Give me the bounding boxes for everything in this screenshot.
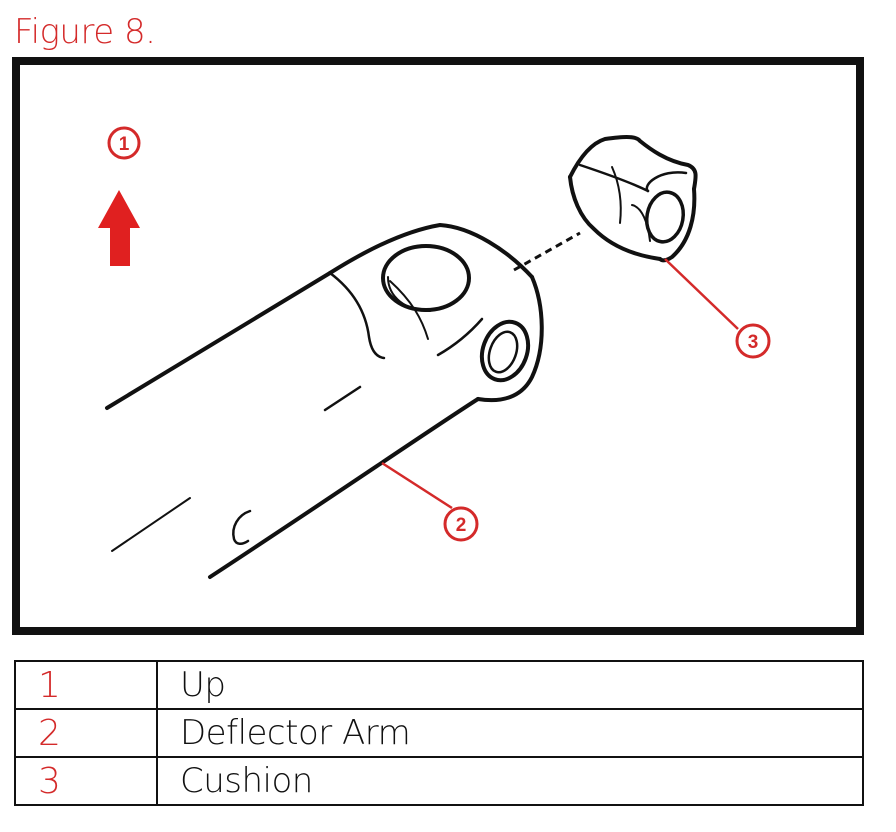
callout-3-number: 3	[748, 332, 759, 353]
cushion	[568, 135, 698, 263]
assembly-dashed-line	[513, 231, 581, 272]
callout-1: 1	[107, 126, 141, 160]
legend-number: 2	[14, 708, 158, 758]
callout-3: 3	[735, 323, 771, 359]
figure-title: Figure 8.	[14, 12, 156, 52]
legend-row: 2 Deflector Arm	[14, 708, 864, 758]
legend-number: 1	[14, 660, 158, 710]
legend-label: Cushion	[156, 756, 864, 806]
deflector-arm	[105, 223, 544, 579]
callout-2: 2	[443, 506, 479, 542]
callout-1-number: 1	[119, 134, 130, 155]
legend-table: 1 Up 2 Deflector Arm 3 Cushion	[14, 660, 864, 806]
leader-line-3	[664, 258, 739, 330]
diagram-frame: 1	[12, 57, 864, 635]
up-arrow-icon	[98, 190, 140, 266]
leader-line-2	[381, 461, 453, 510]
legend-number: 3	[14, 756, 158, 806]
legend-row: 1 Up	[14, 660, 864, 710]
legend-label: Up	[156, 660, 864, 710]
legend-row: 3 Cushion	[14, 756, 864, 806]
legend-label: Deflector Arm	[156, 708, 864, 758]
diagram-illustration: 1	[98, 126, 771, 579]
callout-2-number: 2	[456, 515, 467, 536]
